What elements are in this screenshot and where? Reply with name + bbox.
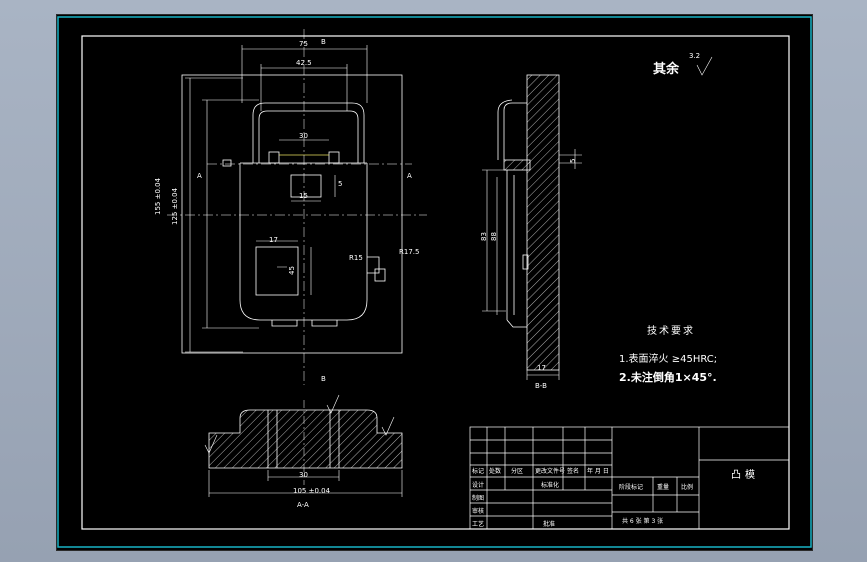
- tech-req-line2: 2.未注倒角1×45°.: [619, 371, 717, 384]
- inner-frame: [81, 35, 790, 530]
- part-name: 凸模: [731, 470, 759, 481]
- dim-125: 125 ±0.04: [171, 187, 179, 225]
- side-notch: [367, 256, 380, 274]
- punch-handle-inner: [258, 110, 359, 163]
- dim-75: 75: [299, 40, 308, 48]
- cad-viewport[interactable]: 其余 3.2 A A B B A-A B-B 75 42.5 30 155 ±0…: [56, 14, 813, 551]
- dim-83: 83: [480, 232, 488, 241]
- dim-105: 105 ±0.04: [293, 487, 331, 495]
- section-aa: [208, 409, 403, 469]
- tb-row-draw: 制图: [472, 495, 485, 502]
- section-b-top: B: [321, 38, 326, 46]
- plate-outline: [181, 74, 403, 354]
- centerlines: [167, 29, 427, 385]
- punch-handle-outer: [252, 102, 365, 163]
- tb-weight: 重量: [657, 484, 670, 491]
- aa-dims: [208, 470, 403, 497]
- inner-window: [255, 246, 299, 296]
- section-bb: [497, 74, 560, 371]
- tb-header-2: 分区: [511, 468, 524, 475]
- tech-req-line1: 1.表面淬火 ≥45HRC;: [619, 354, 718, 365]
- tb-header-0: 标记: [472, 468, 485, 475]
- dim-88: 88: [490, 232, 498, 241]
- dim-5: 5: [338, 180, 343, 188]
- radius-17-5: R17.5: [399, 248, 420, 256]
- dim-30-aa: 30: [299, 471, 308, 479]
- tb-standardization: 标准化: [541, 482, 560, 489]
- section-a-left: A: [197, 172, 202, 180]
- roughness-value: 3.2: [689, 52, 701, 60]
- tech-req-title: 技术要求: [647, 326, 695, 337]
- dim-17-bb: 17: [537, 364, 546, 372]
- drawing-canvas[interactable]: [57, 15, 812, 550]
- dim-30-top: 30: [299, 132, 308, 140]
- front-view: [181, 74, 403, 354]
- tb-header-4: 签名: [567, 468, 580, 475]
- roughness-label: 其余: [653, 62, 680, 77]
- tb-header-3: 更改文件号: [535, 468, 566, 475]
- tb-scale: 比例: [681, 484, 694, 491]
- tb-header-1: 处数: [489, 468, 502, 475]
- radius-15: R15: [349, 254, 363, 262]
- tb-stage: 阶段标记: [619, 484, 644, 491]
- slot-right: [328, 151, 340, 164]
- title-block: [469, 426, 790, 530]
- tb-sheets: 共 6 张 第 3 张: [622, 518, 664, 525]
- outer-frame: [57, 16, 812, 548]
- dim-155: 155 ±0.04: [154, 177, 162, 215]
- section-aa-label: A-A: [297, 501, 309, 509]
- section-bb-label: B-B: [535, 382, 547, 390]
- tb-approve: 批准: [543, 521, 556, 528]
- tb-header-5: 年 月 日: [587, 468, 609, 475]
- tb-row-design: 设计: [472, 482, 485, 489]
- dim-17-inner: 17: [269, 236, 278, 244]
- bb-dims: [482, 149, 582, 380]
- tb-row-check: 审核: [472, 508, 485, 515]
- dim-42-5: 42.5: [296, 59, 312, 67]
- dim-15: 15: [299, 192, 308, 200]
- slot-left: [268, 151, 280, 164]
- dim-5-bb: 5: [569, 158, 577, 163]
- section-a-right: A: [407, 172, 412, 180]
- front-dims: [185, 45, 368, 353]
- section-b-bottom: B: [321, 375, 326, 383]
- inner-slot: [290, 174, 322, 198]
- punch-body: [239, 163, 368, 321]
- dim-45: 45: [288, 266, 296, 275]
- tb-row-process: 工艺: [472, 521, 485, 528]
